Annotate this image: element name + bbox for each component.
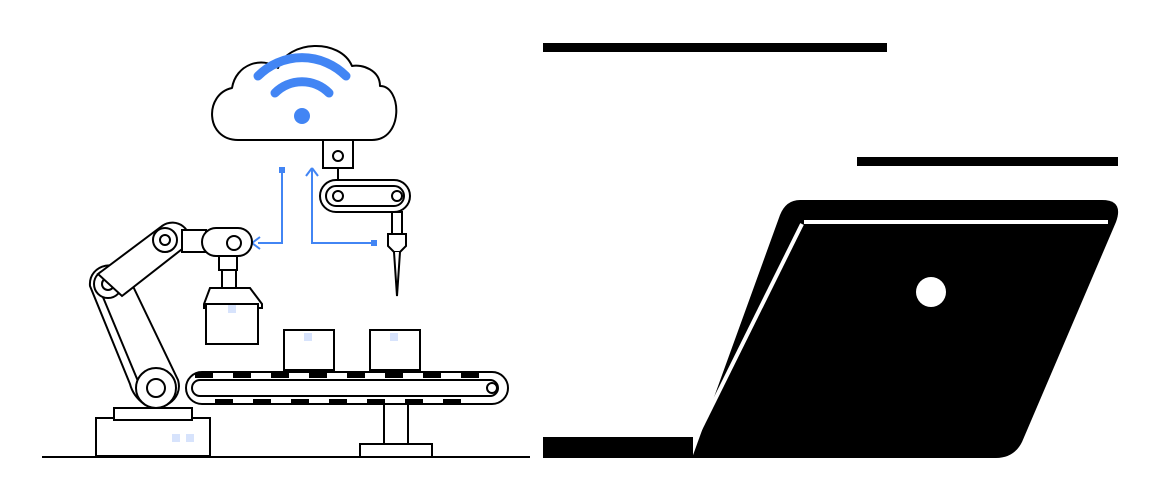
conveyor-belt-icon — [185, 371, 509, 458]
status-light — [186, 434, 194, 442]
package-box — [369, 329, 421, 371]
robotic-arm-icon — [88, 221, 263, 457]
signal-node — [279, 167, 285, 173]
laptop-camera — [916, 277, 946, 307]
laptop-screen-shell — [692, 200, 1119, 458]
wifi-icon — [253, 53, 351, 124]
signal-connectors — [251, 167, 372, 250]
laptop-screen-highlight — [684, 223, 804, 459]
cloud-wifi-icon — [211, 45, 398, 141]
hanging-robot-arm-icon — [319, 139, 411, 297]
laptop-base — [543, 437, 693, 458]
decor-bar — [857, 157, 1118, 166]
status-light — [172, 434, 180, 442]
signal-node — [371, 240, 377, 246]
laptop-icon — [543, 43, 1119, 459]
decor-bar — [543, 43, 887, 52]
package-box — [283, 329, 335, 371]
